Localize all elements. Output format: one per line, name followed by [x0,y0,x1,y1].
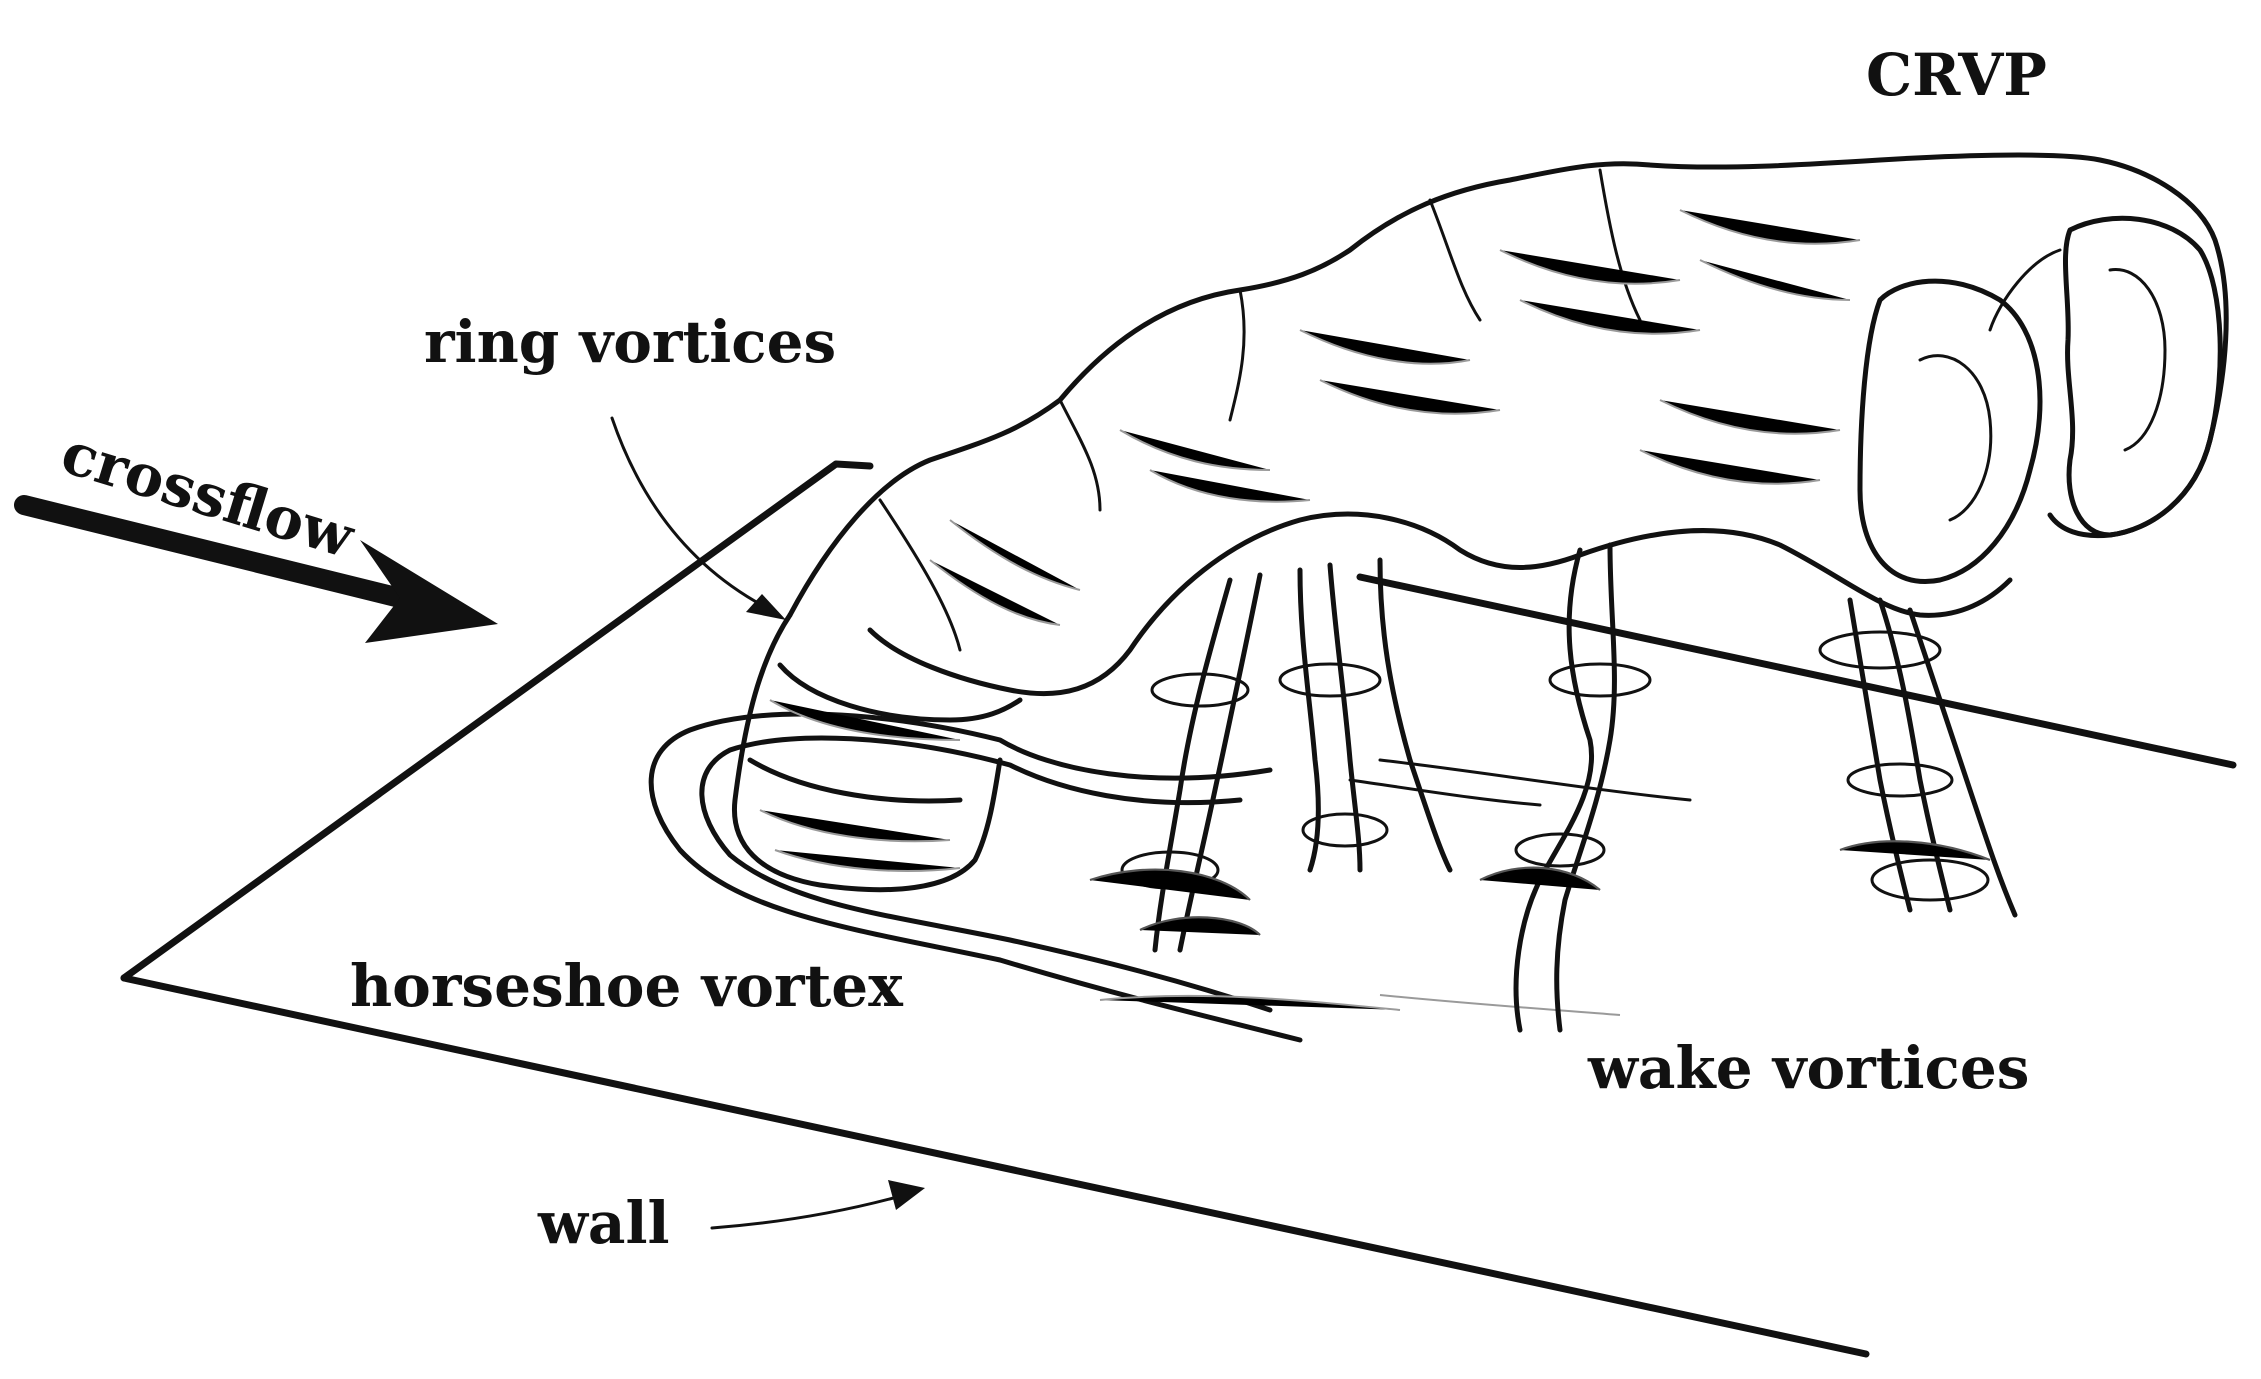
crvp-jet-body [787,152,2229,697]
wake-vortices [1089,542,2018,1033]
label-ring-vortices: ring vortices [424,308,836,376]
wall-edge-back-right [1356,573,2237,769]
label-horseshoe-vortex: horseshoe vortex [350,952,903,1020]
crossflow-arrowhead [360,540,498,643]
ring-vortices-pointer [610,416,786,620]
crossflow-arrow [14,495,498,643]
jet-upper-outline [787,152,2229,618]
label-wake-vortices: wake vortices [1587,1034,2029,1102]
crvp-left-lobe [1857,278,2043,584]
wall-edge-front [120,974,1870,1358]
horseshoe-vortex [648,711,1692,1043]
label-wall: wall [537,1189,670,1257]
label-crvp: CRVP [1866,41,2047,109]
wall-edge-back-left [120,460,874,982]
jet-lower-outline [867,511,2013,697]
wall-plane [120,460,2237,1358]
ring-vortices [731,612,1023,893]
crvp-right-lobe [2062,215,2223,538]
wall-pointer [710,1180,925,1230]
